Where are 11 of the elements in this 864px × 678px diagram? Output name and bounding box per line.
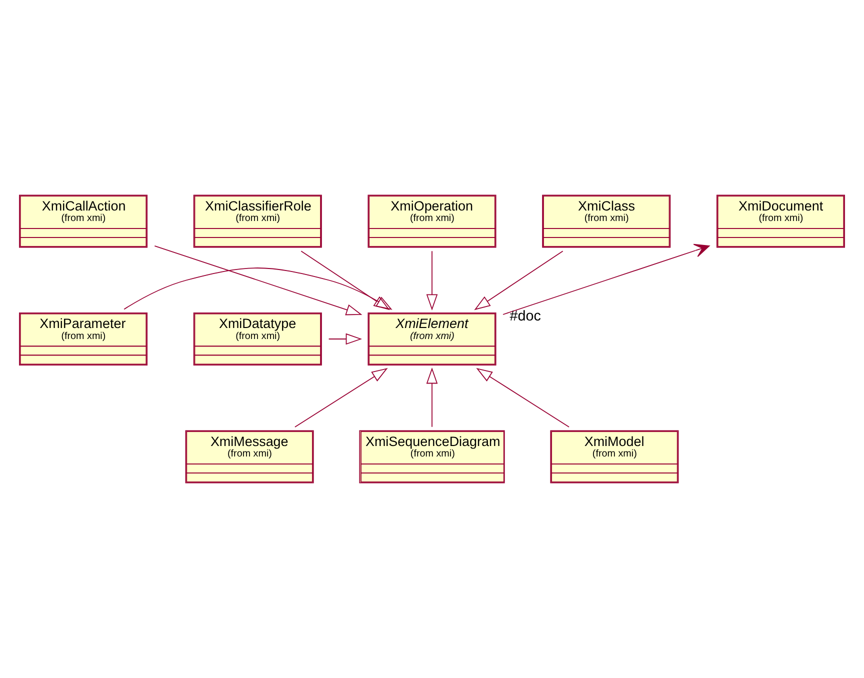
arrow [474, 250, 564, 310]
arrow [476, 368, 570, 428]
arrow [154, 245, 362, 316]
arrow [124, 268, 392, 310]
arrow [294, 368, 388, 428]
arrow [502, 244, 710, 315]
arrow [328, 333, 362, 345]
edge-label: #doc [510, 308, 541, 324]
arrow [426, 368, 438, 428]
arrow [426, 250, 438, 310]
arrow [300, 250, 390, 310]
